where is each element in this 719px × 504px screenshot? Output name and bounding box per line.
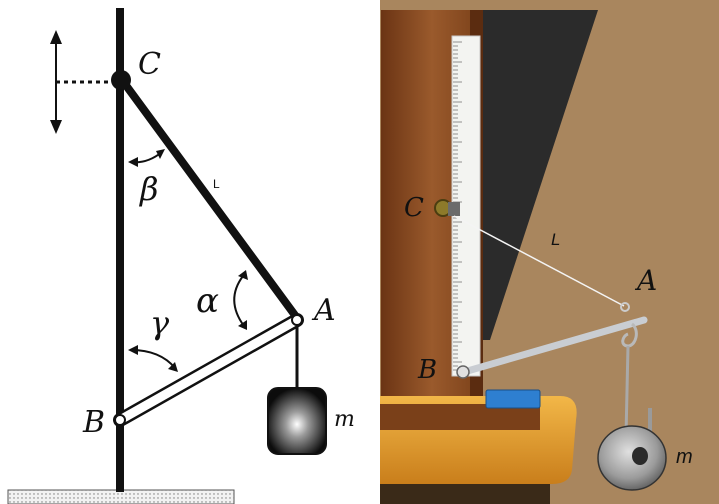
gamma-angle-arrow xyxy=(128,345,178,372)
pivot-c xyxy=(111,70,131,90)
alpha-angle-arrow xyxy=(233,270,248,330)
photo-string-ca xyxy=(453,215,625,307)
photo-panel: C L A B m xyxy=(380,0,719,504)
schematic-diagram: C A B L m α β γ xyxy=(7,8,355,504)
weight-hole xyxy=(632,447,648,465)
hanger-rod xyxy=(624,345,630,437)
base-platform xyxy=(7,489,235,504)
label-c: C xyxy=(138,47,161,82)
blue-block xyxy=(485,389,541,409)
photo-rod-ba xyxy=(460,316,648,376)
label-b: B xyxy=(82,405,105,440)
label-l: L xyxy=(213,177,220,191)
string-ca xyxy=(118,76,301,322)
joint-a xyxy=(291,314,303,326)
vertical-adjust-arrow xyxy=(50,30,62,134)
photo-label-a: A xyxy=(634,264,657,297)
pivot-clamp xyxy=(448,202,460,216)
label-alpha: α xyxy=(196,281,219,321)
label-m: m xyxy=(334,407,355,432)
photo-label-b: B xyxy=(417,355,437,385)
wall-shadow xyxy=(482,10,598,340)
label-a: A xyxy=(311,293,336,328)
ruler-ticks xyxy=(453,41,462,371)
photo-label-c: C xyxy=(404,193,424,223)
photo-label-m: m xyxy=(676,446,693,468)
photo-label-l: L xyxy=(551,230,560,249)
hinge-b xyxy=(114,414,126,426)
label-gamma: γ xyxy=(150,304,170,342)
shelf-underside xyxy=(380,484,550,504)
slotted-weight xyxy=(597,425,667,491)
rod-ba xyxy=(113,313,304,427)
photo-hinge-b xyxy=(456,365,470,379)
photo-ring-a xyxy=(620,302,630,312)
beta-angle-arrow xyxy=(128,149,165,167)
hanging-mass xyxy=(267,387,327,455)
label-beta: β xyxy=(139,170,159,208)
